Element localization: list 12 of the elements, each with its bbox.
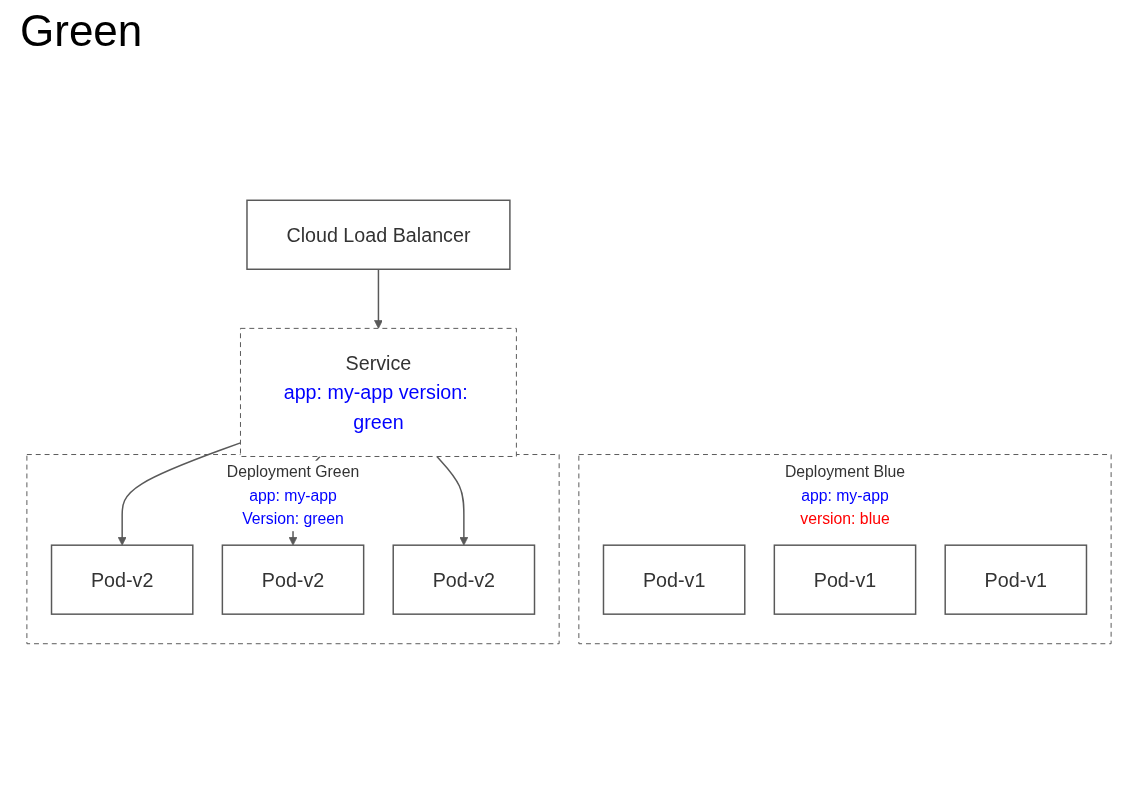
arrow: [374, 268, 383, 329]
node-box: Pod-v2: [50, 544, 194, 615]
node-box: Pod-v1: [944, 544, 1088, 615]
arrow: [436, 455, 469, 546]
node-box: Pod-v2: [392, 544, 536, 615]
arrow: [117, 442, 242, 546]
node-box: Pod-v2: [221, 544, 365, 615]
node-box: Service app: my-app version: green: [240, 327, 517, 457]
node-box: Pod-v1: [602, 544, 746, 615]
diagram-title: Green: [20, 6, 144, 56]
node-box: Cloud Load Balancer: [246, 199, 511, 270]
node-box: Pod-v1: [773, 544, 917, 615]
